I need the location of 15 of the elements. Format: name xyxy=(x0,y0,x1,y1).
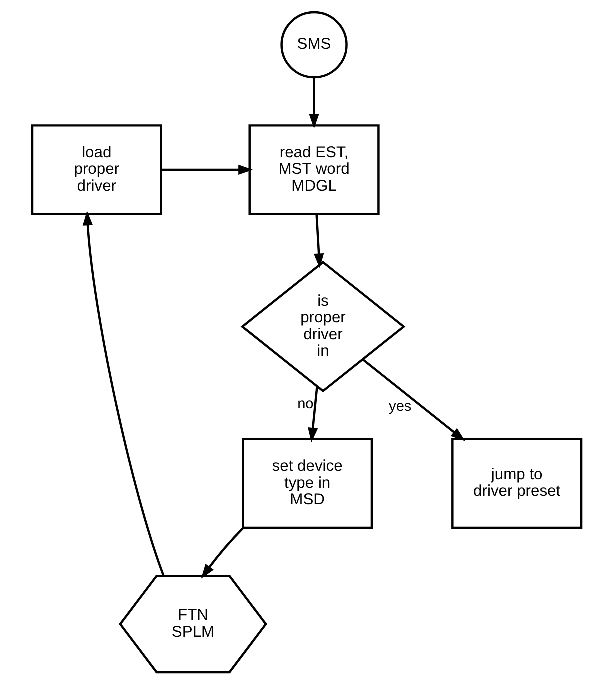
edge-label: no xyxy=(297,396,314,413)
arrow xyxy=(362,358,465,442)
node-box: jump to driver preset xyxy=(451,438,582,530)
node-box: load proper driver xyxy=(30,124,162,216)
node-box: read EST, MST word MDGL xyxy=(248,124,380,216)
node-circle: SMS xyxy=(280,11,348,79)
node-diamond: is proper driver in xyxy=(240,260,406,393)
edge-label: yes xyxy=(388,398,412,415)
arrow xyxy=(308,78,319,129)
node-box: set device type in MSD xyxy=(242,438,373,530)
arrow xyxy=(160,164,253,176)
arrow xyxy=(313,214,324,268)
arrow xyxy=(82,211,164,576)
arrow xyxy=(308,386,318,443)
arrow xyxy=(200,527,244,579)
